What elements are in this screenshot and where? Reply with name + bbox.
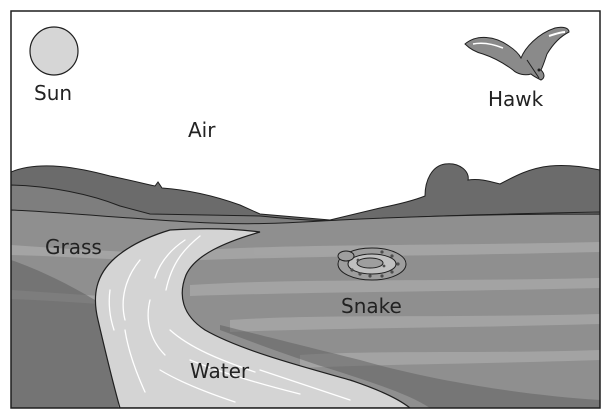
sun-label: Sun	[34, 81, 72, 105]
grass-label: Grass	[45, 235, 102, 259]
left-bank	[11, 260, 118, 408]
snake-label: Snake	[341, 294, 402, 318]
snake-icon	[337, 247, 407, 281]
river	[94, 228, 411, 408]
water-label: Water	[190, 359, 250, 383]
hawk-label: Hawk	[488, 87, 544, 111]
river-ripples	[108, 235, 351, 403]
far-hills	[11, 163, 600, 223]
grass-texture	[11, 242, 600, 368]
right-bank	[220, 325, 600, 408]
sun-icon	[29, 26, 79, 76]
hawk-icon	[464, 26, 570, 81]
diagram-frame	[10, 10, 601, 409]
air-label: Air	[188, 118, 216, 142]
